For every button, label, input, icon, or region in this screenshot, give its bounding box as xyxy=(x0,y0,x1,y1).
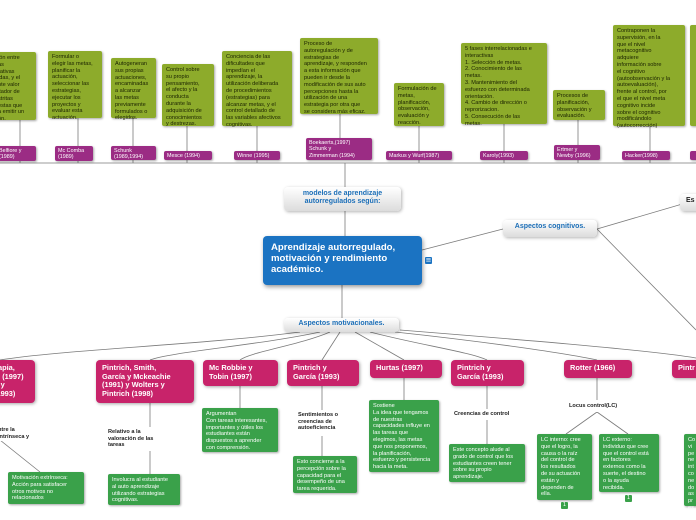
hub-aspectos-cognitivos[interactable]: Aspectos cognitivos. xyxy=(503,220,597,237)
motivational-author-node[interactable]: Mc Robbie y Tobin (1997) xyxy=(203,360,278,386)
author-node-partial[interactable] xyxy=(690,151,696,160)
description-node[interactable]: Formular o elegir las metas, planificar … xyxy=(48,51,102,121)
description-node[interactable]: Autogeneran sus propias actuaciones, enc… xyxy=(111,58,156,121)
motivational-author-node[interactable]: Rotter (1966) xyxy=(564,360,632,378)
motivational-author-node[interactable]: Pintrich, Smith, García y Mckeachie (199… xyxy=(96,360,194,403)
detail-node[interactable]: Argumentan Con tareas interesantes, impo… xyxy=(202,408,278,452)
note-marker-icon[interactable]: 1 xyxy=(561,502,568,509)
hub-aspectos-motivacionales[interactable]: Aspectos motivacionales. xyxy=(284,318,399,332)
detail-node[interactable]: Este concepto alude al grado de control … xyxy=(449,444,525,482)
central-topic[interactable]: Aprendizaje autorregulado, motivación y … xyxy=(263,236,422,285)
description-node[interactable]: Conciencia de las dificultades que imped… xyxy=(222,51,292,128)
description-node[interactable]: Control sobre su propio pensamiento, el … xyxy=(162,64,214,127)
author-node[interactable]: Ertmer y Newby (1996) xyxy=(554,145,600,160)
author-node[interactable]: Markus y Wurf(1987) xyxy=(386,151,452,160)
motivational-author-node[interactable]: Pintrich y García (1993) xyxy=(287,360,359,386)
motivational-author-node-partial[interactable]: Pintr xyxy=(672,360,696,378)
motivational-author-node[interactable]: Pintrich y García (1993) xyxy=(451,360,524,386)
detail-node[interactable]: Involucra al estudiante al auto aprendiz… xyxy=(108,474,180,505)
author-node[interactable]: Boekaerts,(1997) Schunk y Zimmerman (199… xyxy=(306,138,372,160)
concept-label[interactable]: Locus control(LC) xyxy=(569,403,629,412)
description-node[interactable]: Proceso de autoregulación y de estrategi… xyxy=(300,38,378,115)
concept-label[interactable]: Relativo a la valoración de las tareas xyxy=(108,429,178,451)
detail-node[interactable]: LC interno: cree que el logro, la causa … xyxy=(537,434,592,500)
note-marker-icon[interactable]: 1 xyxy=(625,495,632,502)
description-node-partial[interactable] xyxy=(690,25,696,126)
author-node[interactable]: Mc Comba (1989) xyxy=(55,146,93,161)
detail-node[interactable]: Motivación extrínseca: Acción para satis… xyxy=(8,472,84,504)
author-node[interactable]: Karoly(1993) xyxy=(480,151,528,160)
description-node[interactable]: Formulación de metas, planificación, obs… xyxy=(394,83,444,126)
motivational-author-node[interactable]: Tapia, s, (1997) h y (1993) xyxy=(0,360,35,403)
description-node[interactable]: Contraponen la supervisión, en la que el… xyxy=(613,25,685,129)
author-node[interactable]: Belfiore y (1989) xyxy=(0,146,36,161)
hub-partial-right[interactable]: Es xyxy=(680,194,696,211)
description-node[interactable]: 5 fases interrelacionadas e interactivas… xyxy=(461,43,547,127)
concept-label[interactable]: Creencias de control xyxy=(454,411,524,420)
description-node[interactable]: Procesos de planificación, observación y… xyxy=(553,90,605,120)
hub-modelos[interactable]: modelos de aprendizaje autorregulados se… xyxy=(284,187,401,211)
detail-node[interactable]: Sostiene La idea que tengamos de nuestra… xyxy=(369,400,439,472)
motivational-author-node[interactable]: Hurtas (1997) xyxy=(370,360,442,378)
author-node[interactable]: Winne (1995) xyxy=(234,151,280,160)
notes-icon[interactable]: ≡ xyxy=(425,256,432,264)
concept-label[interactable]: Sentimientos o creencias de autoeficienc… xyxy=(298,412,358,434)
author-node[interactable]: Schunk (1989,1994) xyxy=(111,146,156,160)
author-node[interactable]: Hacker(1998) xyxy=(622,151,670,160)
detail-node[interactable]: Esto concierne a la percepción sobre la … xyxy=(293,456,357,493)
description-node[interactable]: ión entre as rativas idas, y el nte valo… xyxy=(0,52,36,122)
detail-node-partial[interactable]: Co vi pe ne int co ne do as pr es de xyxy=(684,434,696,518)
concept-label[interactable]: ntre la intrínseca y xyxy=(0,427,38,441)
author-node[interactable]: Mesce (1994) xyxy=(164,151,212,160)
detail-node[interactable]: LC externo: individuo que cree que el co… xyxy=(599,434,659,492)
